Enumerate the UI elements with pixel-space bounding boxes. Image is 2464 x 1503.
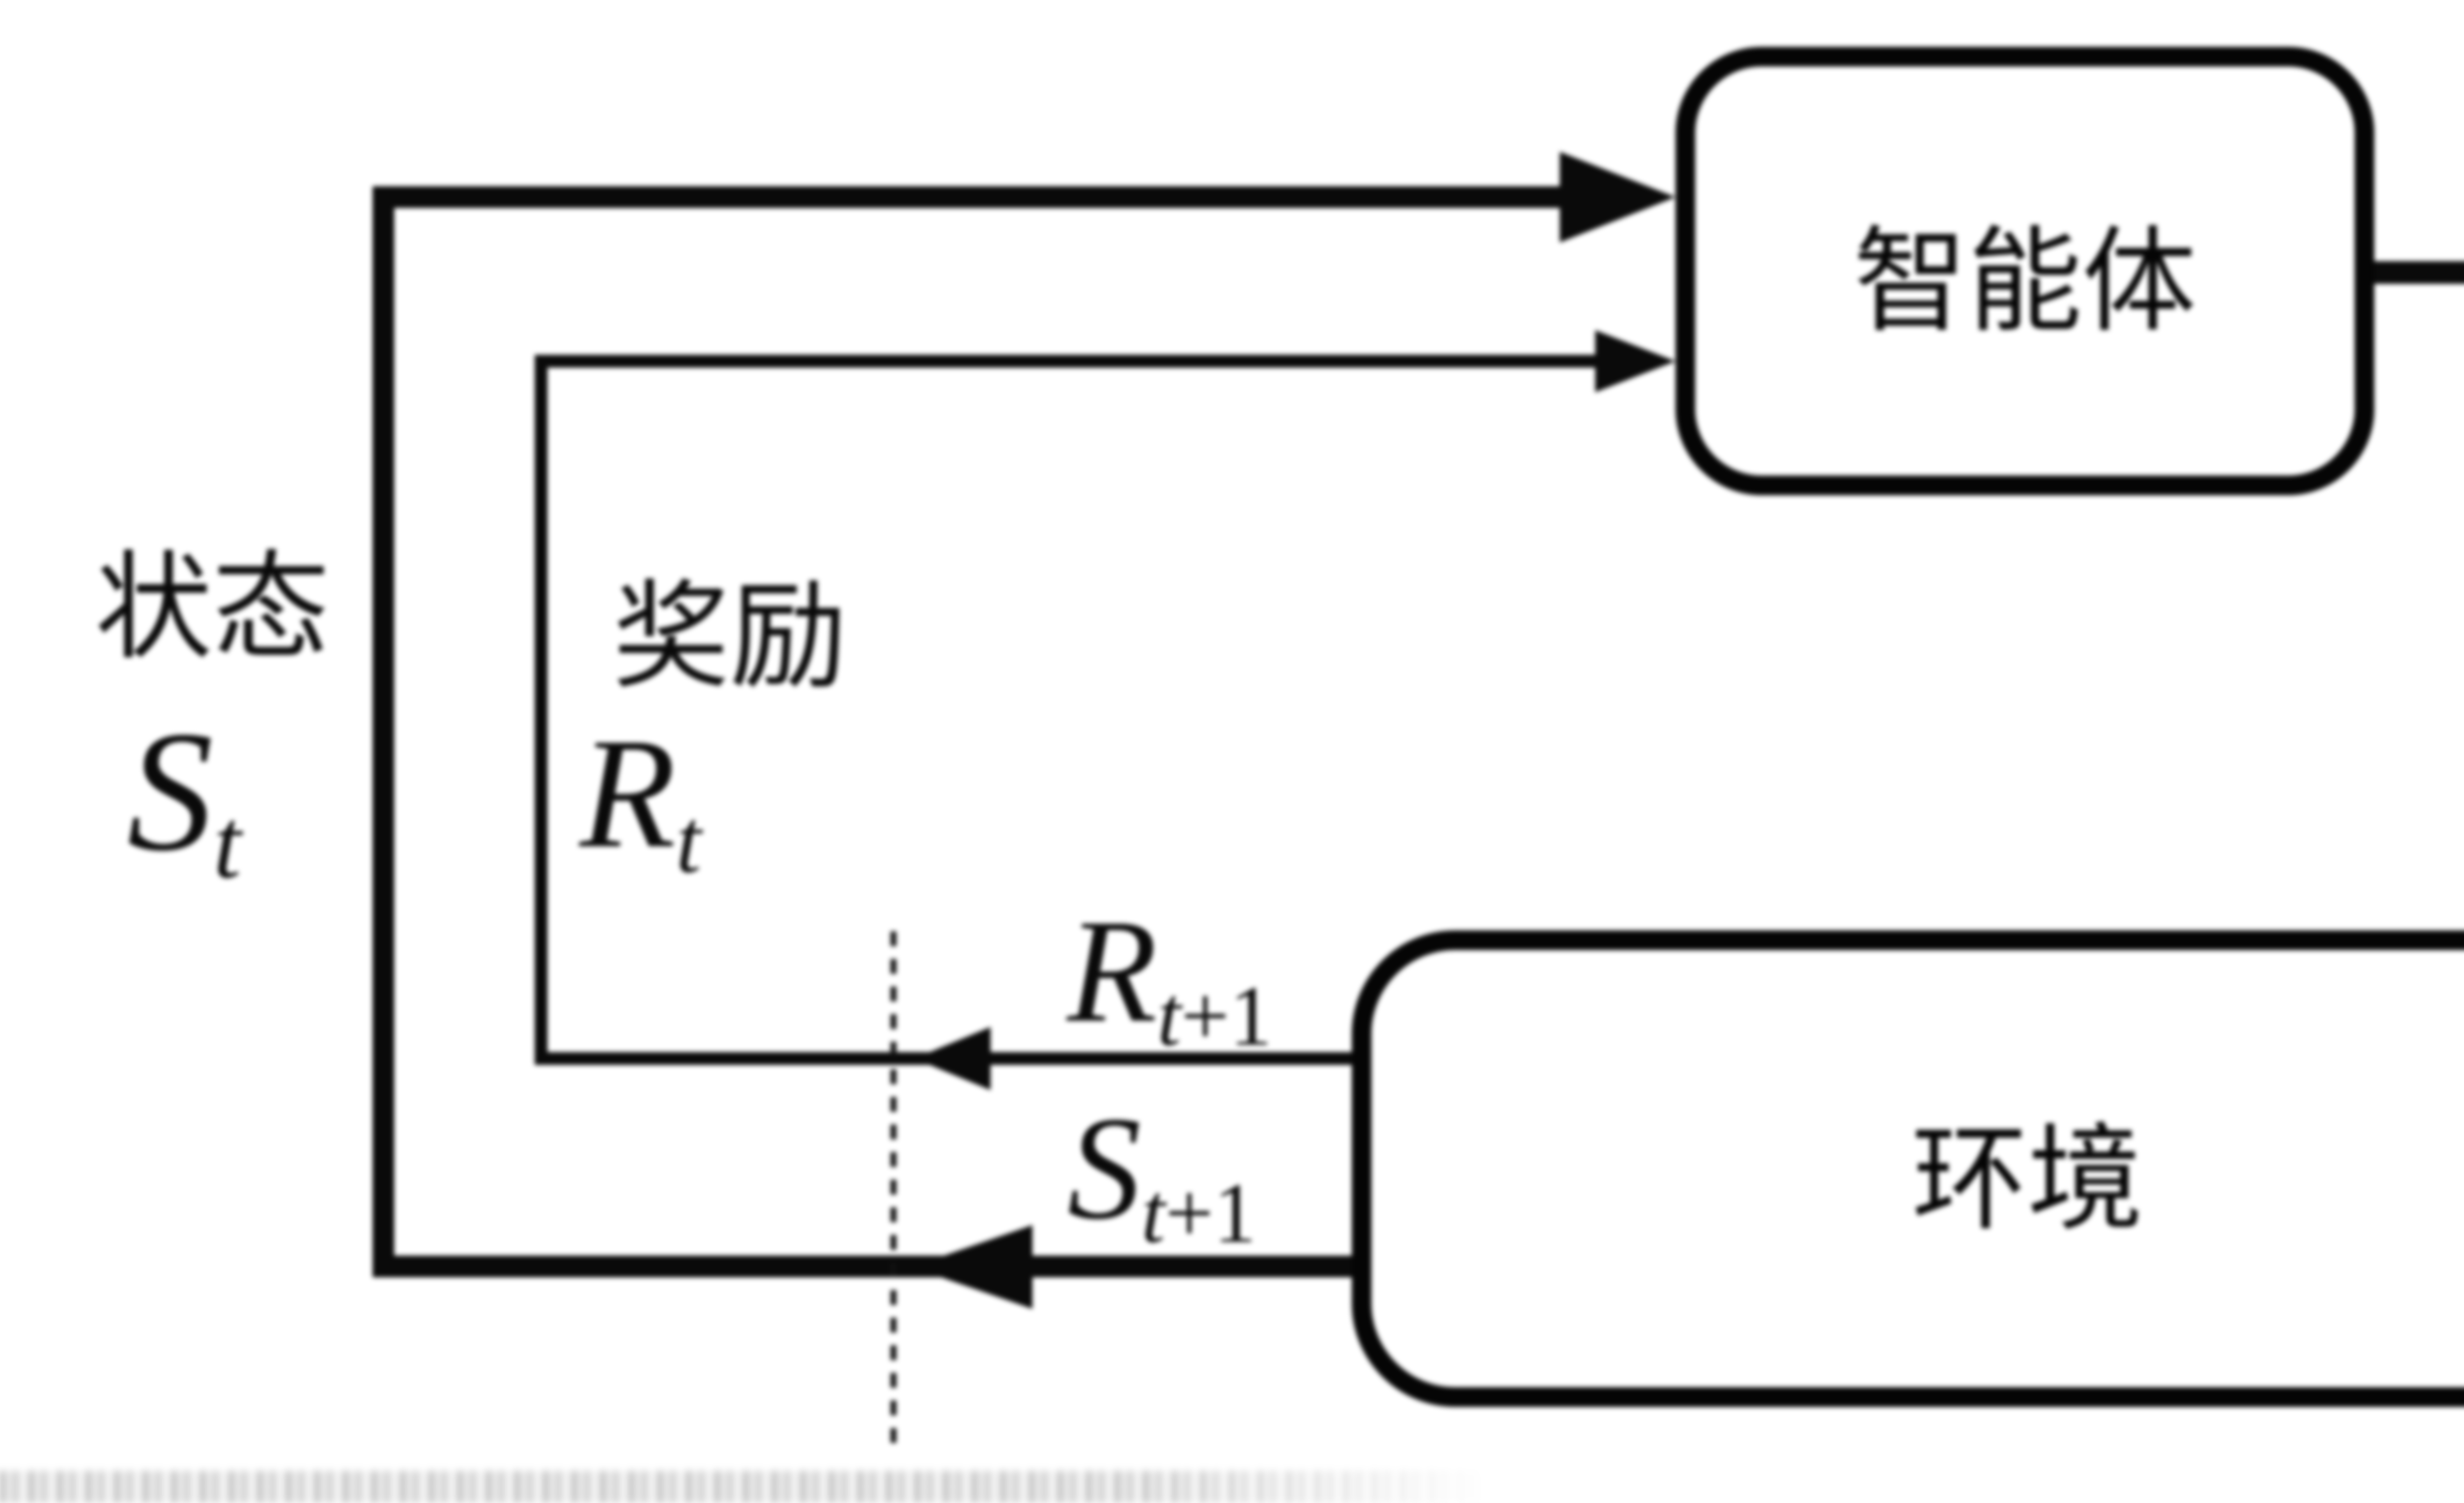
reward-symbol-base: R — [580, 706, 676, 881]
state-line-bottom — [373, 1256, 1373, 1277]
state-symbol-sub: t — [213, 787, 241, 899]
state-symbol: St — [127, 705, 241, 893]
next-reward-symbol-sub-roman: +1 — [1181, 968, 1272, 1063]
environment-box-label: 环境 — [1912, 1116, 2143, 1244]
reward-line-left — [535, 355, 548, 1065]
next-reward-symbol-base: R — [1067, 889, 1158, 1053]
agent-box: 智能体 — [1676, 47, 2374, 495]
next-state-arrowhead-icon — [911, 1225, 1032, 1309]
next-state-symbol-base: S — [1067, 1086, 1141, 1250]
next-reward-arrowhead-icon — [914, 1027, 991, 1090]
state-symbol-base: S — [127, 695, 213, 887]
next-reward-symbol: Rt+1 — [1067, 897, 1272, 1059]
reward-symbol-sub: t — [676, 790, 702, 892]
next-state-symbol-sub-roman: +1 — [1165, 1165, 1257, 1261]
environment-box: 环境 — [1352, 930, 2464, 1407]
cutoff-caption-artifact — [0, 1471, 1518, 1503]
time-step-boundary-dashed-line — [890, 931, 896, 1449]
reward-symbol: Rt — [580, 715, 701, 888]
agent-box-label: 智能体 — [1853, 219, 2196, 346]
state-line-top — [373, 186, 1570, 208]
reward-label: 奖励 — [613, 573, 847, 703]
action-line-top — [2365, 261, 2464, 284]
next-reward-symbol-sub: t — [1157, 968, 1181, 1063]
state-label: 状态 — [95, 544, 330, 674]
reward-line-top — [535, 355, 1599, 368]
state-line-left — [373, 186, 394, 1277]
next-state-symbol-sub: t — [1141, 1165, 1165, 1261]
state-into-agent-arrowhead-icon — [1560, 152, 1676, 242]
reward-into-agent-arrowhead-icon — [1595, 330, 1676, 392]
next-state-symbol: St+1 — [1067, 1094, 1256, 1256]
